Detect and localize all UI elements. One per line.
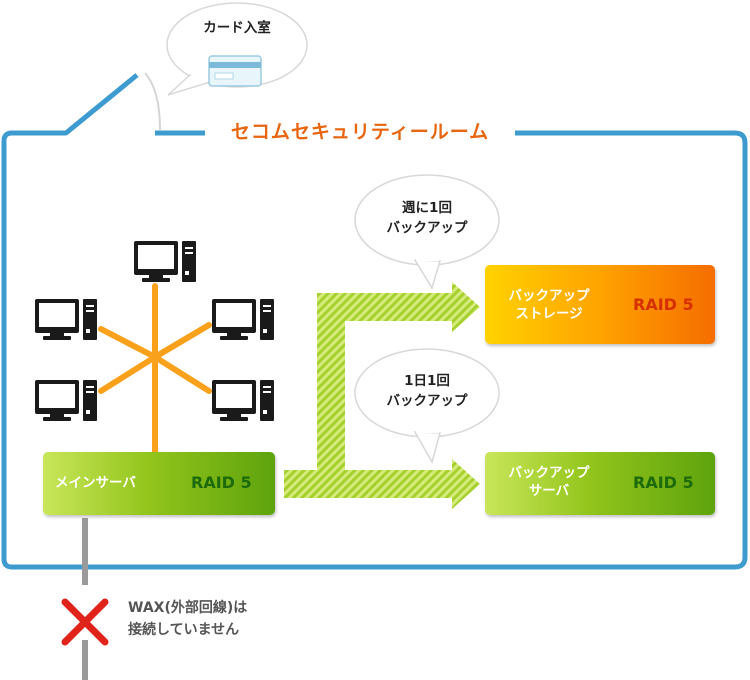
daily-line-1: 1日1回 [404,373,450,389]
network-lines [98,283,212,458]
weekly-bubble-text: 週に1回 バックアップ [367,198,487,238]
daily-bubble-text: 1日1回 バックアップ [367,371,487,411]
weekly-bubble [354,174,500,290]
backup-server-box: バックアップ サーバ RAID 5 [485,452,715,515]
card-entry-label: カード入室 [203,20,271,36]
room-outline [1,73,748,570]
computer-icon-upper-left [35,299,97,340]
daily-line-2: バックアップ [386,393,468,409]
wan-notice-line-1: WAX(外部回線)は [128,600,248,616]
backup-arrows [284,282,480,509]
card-entry-bubble [144,2,308,131]
backup-storage-line-2: ストレージ [515,306,583,322]
backup-server-line-2: サーバ [528,483,570,499]
card-icon [208,55,262,87]
backup-storage-raid: RAID 5 [633,295,694,314]
backup-server-raid: RAID 5 [633,473,694,492]
computer-icon-lower-right [212,380,274,421]
main-server-label: メインサーバ [55,475,136,491]
cross-icon [61,598,109,646]
backup-storage-box: バックアップ ストレージ RAID 5 [485,265,715,344]
weekly-line-1: 週に1回 [402,200,452,216]
backup-storage-line-1: バックアップ [508,288,590,304]
main-server-box: メインサーバ RAID 5 [43,452,275,515]
computer-icon-top [134,241,196,282]
wan-notice: WAX(外部回線)は 接続していません [128,597,328,641]
wan-notice-line-2: 接続していません [128,622,240,638]
weekly-line-2: バックアップ [386,220,468,236]
computer-icon-upper-right [212,299,274,340]
daily-bubble [354,348,500,464]
backup-storage-label: バックアップ ストレージ [493,287,605,323]
backup-server-label: バックアップ サーバ [493,464,605,500]
computer-icon-lower-left [35,380,97,421]
room-title: セコムセキュリティールーム [205,116,515,148]
main-server-raid: RAID 5 [191,473,252,492]
backup-server-line-1: バックアップ [508,465,590,481]
